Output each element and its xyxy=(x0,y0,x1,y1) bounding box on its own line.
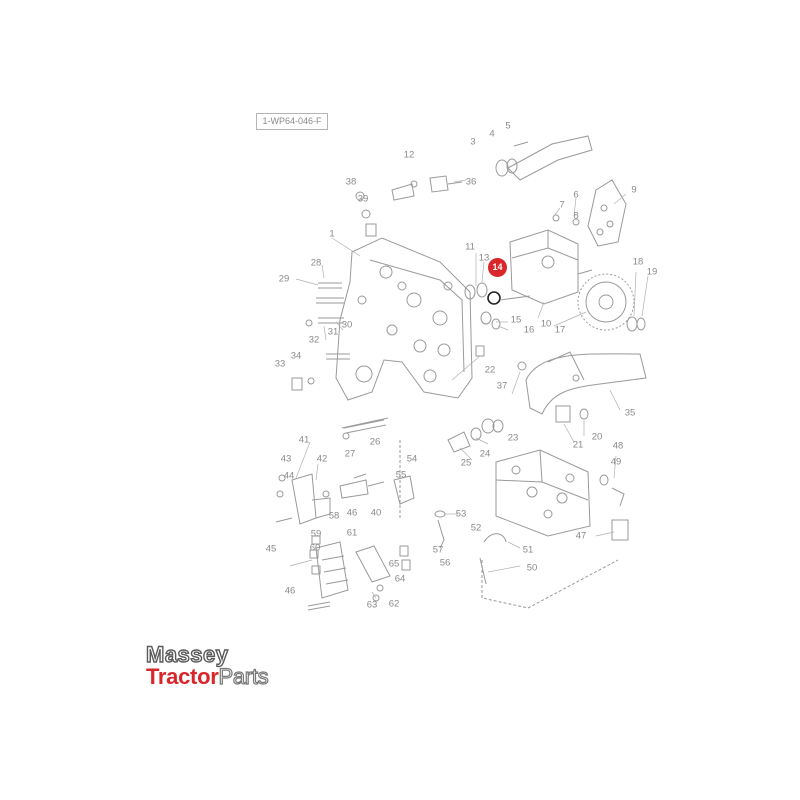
callout-label: 61 xyxy=(346,527,358,539)
main-housing xyxy=(335,237,473,401)
callout-label: 50 xyxy=(526,562,538,574)
callout-label: 30 xyxy=(341,319,353,331)
callout-label: 58 xyxy=(328,510,340,522)
callout-label: 55 xyxy=(395,469,407,481)
callout-label: 48 xyxy=(612,440,624,452)
callout-label: 64 xyxy=(394,573,406,585)
callout-label: 53 xyxy=(455,508,467,520)
callout-label: 16 xyxy=(523,324,535,336)
callout-label: 56 xyxy=(439,557,451,569)
valve-block xyxy=(495,449,591,537)
callout-label: 62 xyxy=(388,598,400,610)
logo-word-tractor: Tractor xyxy=(146,664,219,689)
callout-label: 42 xyxy=(316,453,328,465)
callout-label: 59 xyxy=(310,528,322,540)
callout-label: 36 xyxy=(465,176,477,188)
callout-label: 20 xyxy=(591,431,603,443)
callout-label: 46 xyxy=(346,507,358,519)
callout-label: 11 xyxy=(465,241,475,253)
callout-label: 3 xyxy=(470,136,476,148)
callout-label: 28 xyxy=(310,257,322,269)
callout-label: 18 xyxy=(632,256,644,268)
callout-label: 38 xyxy=(345,176,357,188)
callout-label: 5 xyxy=(505,120,511,132)
callout-label: 31 xyxy=(327,326,339,338)
callout-label: 35 xyxy=(624,407,636,419)
logo-line-1: Massey xyxy=(145,641,229,667)
callout-label: 8 xyxy=(573,210,579,222)
callout-label: 15 xyxy=(510,314,522,326)
callout-label: 4 xyxy=(489,128,495,140)
callout-label: 26 xyxy=(369,436,381,448)
return-pipe xyxy=(525,353,647,415)
callout-label: 54 xyxy=(406,453,418,465)
callout-label: 17 xyxy=(554,324,566,336)
callout-label: 25 xyxy=(460,457,472,469)
callout-label: 27 xyxy=(344,448,356,460)
logo-line-2: TractorParts xyxy=(146,663,269,690)
callout-label: 9 xyxy=(631,184,637,196)
callout-label: 65 xyxy=(388,558,400,570)
callout-label: 51 xyxy=(522,544,534,556)
callout-label: 41 xyxy=(298,434,310,446)
callout-label: 32 xyxy=(308,334,320,346)
callout-label: 23 xyxy=(507,432,519,444)
callout-label: 10 xyxy=(540,318,552,330)
callout-label: 52 xyxy=(470,522,482,534)
highlighted-part-badge[interactable]: 14 xyxy=(488,258,507,277)
callout-label: 34 xyxy=(290,350,302,362)
callout-label: 37 xyxy=(496,380,508,392)
callout-label: 46 xyxy=(284,585,296,597)
callout-label: 44 xyxy=(283,470,295,482)
drive-gear xyxy=(577,273,635,331)
callout-label: 39 xyxy=(357,193,369,205)
callout-label: 63 xyxy=(366,599,378,611)
callout-label: 12 xyxy=(403,149,415,161)
callout-label: 7 xyxy=(559,199,565,211)
callout-label: 22 xyxy=(484,364,496,376)
brand-logo: Massey TractorParts xyxy=(145,641,306,692)
logo-word-parts: Parts xyxy=(218,663,269,689)
callout-label: 47 xyxy=(575,530,587,542)
callout-label: 43 xyxy=(280,453,292,465)
reference-code: 1-WP64-046-F xyxy=(256,113,328,130)
callout-label: 60 xyxy=(309,542,321,554)
callout-label: 6 xyxy=(573,189,579,201)
callout-label: 57 xyxy=(432,544,444,556)
callout-label: 45 xyxy=(265,543,277,555)
top-pipe xyxy=(507,135,593,181)
callout-label: 24 xyxy=(479,448,491,460)
callout-label: 29 xyxy=(278,273,290,285)
callout-label: 1 xyxy=(329,228,335,240)
callout-label: 33 xyxy=(274,358,286,370)
callout-label: 13 xyxy=(478,252,490,264)
callout-label: 40 xyxy=(370,507,382,519)
callout-label: 19 xyxy=(646,266,658,278)
callout-label: 21 xyxy=(572,439,584,451)
callout-label: 49 xyxy=(610,456,622,468)
